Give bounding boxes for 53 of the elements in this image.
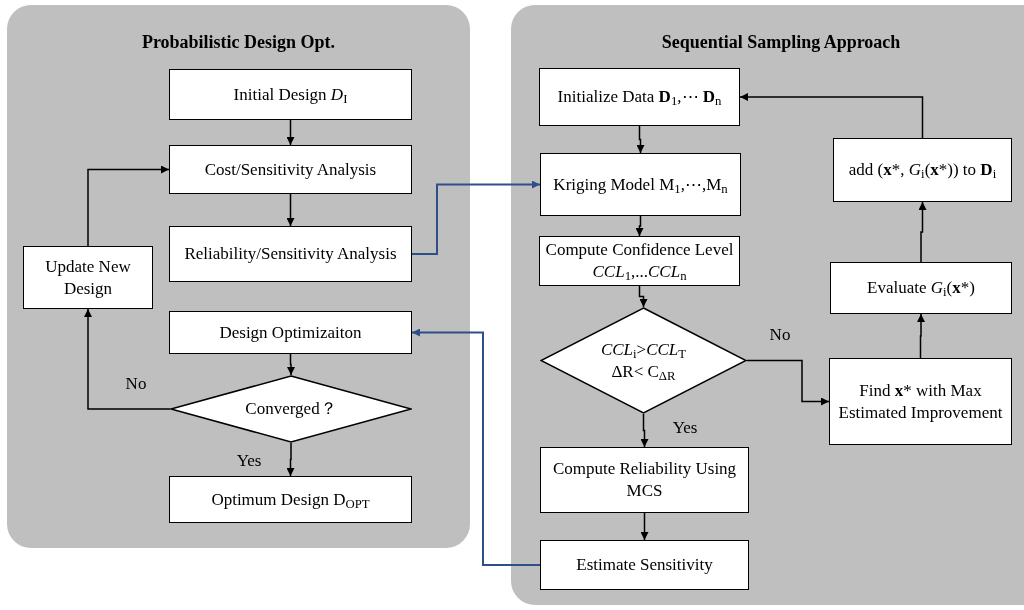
- process-label: Estimate Sensitivity: [576, 554, 713, 576]
- process-box: [540, 447, 749, 513]
- panel-title: Sequential Sampling Approach: [660, 31, 902, 54]
- arrow: [638, 285, 648, 308]
- process-label: add (x*, G$_{i}$(x*)) to D$_{i}$: [848, 159, 997, 181]
- arrow: [84, 308, 171, 410]
- arrow: [287, 353, 295, 376]
- process-box: [169, 226, 412, 282]
- arrow: [640, 512, 649, 541]
- process-label: Initial Design D$_{I}$: [233, 83, 348, 106]
- arrow: [87, 165, 170, 247]
- process-box: [169, 145, 412, 194]
- process-box: [23, 246, 153, 309]
- process-box: [540, 153, 741, 216]
- process-label: Reliability/Sensitivity Analysis: [184, 243, 397, 265]
- process-box: [539, 68, 740, 126]
- process-label: Initialize Data D$_{1}$,⋯ D$_{n}$: [557, 86, 722, 108]
- group-panel: [7, 5, 470, 548]
- arrow: [917, 313, 925, 359]
- process-label: Update New Design: [44, 255, 132, 300]
- process-label: Cost/Sensitivity Analysis: [204, 158, 377, 181]
- process-box: [830, 262, 1012, 314]
- arrow: [286, 442, 295, 477]
- decision-label: Converged？: [245, 398, 337, 420]
- process-box: [169, 476, 412, 523]
- process-box: [169, 69, 412, 120]
- arrow: [636, 125, 645, 154]
- arrow: [640, 413, 649, 448]
- arrow: [286, 193, 295, 227]
- process-label: Compute Reliability Using MCS: [551, 458, 738, 502]
- arrow: [411, 180, 541, 255]
- process-label: Evaluate G$_{i}$(x*): [867, 277, 975, 299]
- panel-title: Probabilistic Design Opt.: [140, 31, 337, 54]
- process-label: Compute Confidence Level CCL$_{1}$,...CCL$_{n}$: [544, 239, 735, 283]
- process-box: [540, 540, 749, 590]
- arrow: [411, 328, 541, 566]
- process-box: [829, 358, 1012, 445]
- decision-label: ΔR< C$_{ΔR}$: [611, 360, 676, 383]
- decision-diamond: [170, 375, 412, 443]
- arrow: [286, 119, 295, 146]
- process-label: Kriging Model M$_{1}$,⋯,M$_{n}$: [553, 173, 728, 196]
- decision-diamond: [540, 307, 747, 414]
- arrow: [739, 93, 924, 139]
- group-panel: [511, 5, 1024, 605]
- arrow: [746, 359, 830, 406]
- process-label: Find x* with Max Estimated Improvement: [837, 379, 1004, 424]
- arrow: [918, 201, 927, 263]
- process-box: [833, 138, 1012, 202]
- decision-label: CCL$_{i}$>CCL$_{T}$: [600, 338, 687, 361]
- process-label: Design Optimizaiton: [219, 321, 362, 344]
- process-label: Optimum Design D$_{OPT}$: [211, 488, 370, 511]
- process-box: [169, 311, 412, 354]
- arrow: [635, 215, 644, 237]
